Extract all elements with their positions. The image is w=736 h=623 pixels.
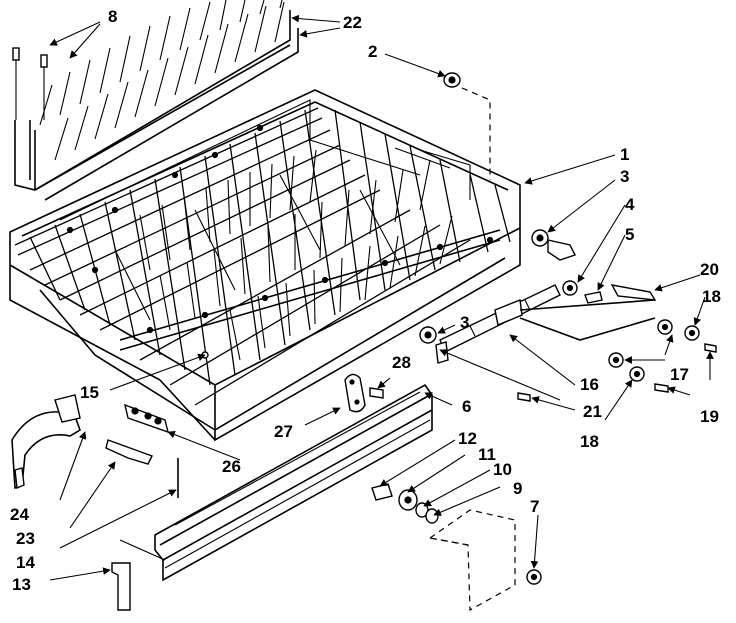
track-rail	[154, 383, 542, 612]
callout-26: 26	[222, 457, 241, 476]
callout-2: 2	[368, 42, 377, 61]
callout-18-lower: 18	[580, 432, 599, 451]
callout-labels: 22 8 2 1 3 4 5 20 18 3 17 19 16 28 6 21 …	[10, 7, 721, 594]
callout-7: 7	[530, 497, 539, 516]
callout-10: 10	[493, 460, 512, 479]
dish-rack-basket	[9, 89, 521, 442]
callout-12: 12	[458, 429, 477, 448]
callout-6: 6	[462, 397, 471, 416]
callout-18-upper: 18	[702, 287, 721, 306]
callout-1: 1	[620, 145, 629, 164]
leader-lines	[49, 14, 714, 581]
callout-3-lower: 3	[460, 313, 469, 332]
callout-5: 5	[625, 225, 634, 244]
callout-9: 9	[513, 479, 522, 498]
callout-24: 24	[10, 505, 29, 524]
callout-8: 8	[108, 7, 117, 26]
callout-15: 15	[80, 383, 99, 402]
callout-3-upper: 3	[620, 167, 629, 186]
tine-cap-left	[12, 47, 20, 61]
callout-19: 19	[700, 407, 719, 426]
callout-16: 16	[580, 375, 599, 394]
tine-cap-right	[40, 54, 48, 68]
callout-13: 13	[12, 575, 31, 594]
callout-14: 14	[16, 553, 35, 572]
tine-row-assembly	[12, 0, 299, 201]
callout-22: 22	[343, 13, 362, 32]
callout-28: 28	[392, 353, 411, 372]
callout-23: 23	[16, 529, 35, 548]
callout-17: 17	[670, 365, 689, 384]
callout-11: 11	[478, 445, 496, 464]
callout-27: 27	[274, 422, 293, 441]
hardware-right	[344, 72, 717, 413]
callout-21: 21	[583, 402, 602, 421]
callout-4: 4	[625, 195, 635, 214]
hardware-left	[11, 394, 179, 611]
callout-20: 20	[700, 260, 719, 279]
